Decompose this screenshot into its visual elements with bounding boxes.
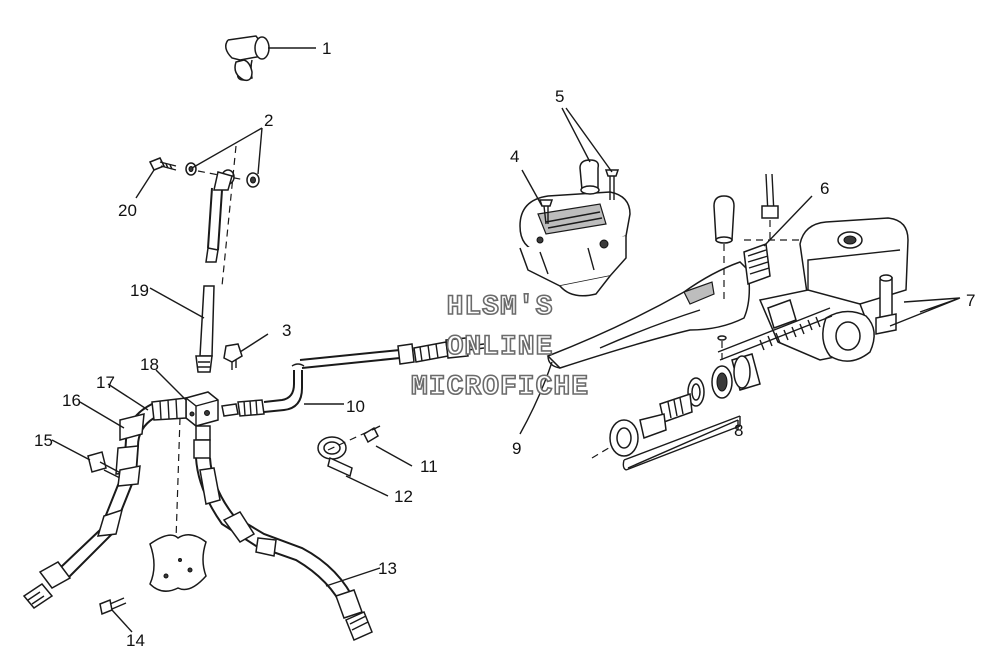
watermark-line-2: ONLINE bbox=[447, 332, 554, 363]
callout-5: 5 bbox=[555, 87, 564, 106]
part-16-left-hose bbox=[59, 403, 155, 579]
callout-labels: 1 2 3 4 5 6 7 8 9 10 11 12 13 14 15 16 1… bbox=[34, 39, 975, 650]
callout-15: 15 bbox=[34, 431, 53, 450]
leader-lines bbox=[51, 47, 961, 633]
part-19-upper-hose bbox=[195, 145, 237, 373]
callout-1: 1 bbox=[322, 39, 331, 58]
part-12-clamp bbox=[317, 427, 377, 478]
callout-14: 14 bbox=[126, 631, 145, 650]
callout-9: 9 bbox=[512, 439, 521, 458]
callout-20: 20 bbox=[118, 201, 137, 220]
callout-6: 6 bbox=[820, 179, 829, 198]
part-7-master-cylinder bbox=[758, 217, 909, 362]
left-hose-end-fitting bbox=[22, 561, 72, 609]
part-17-hose-fitting bbox=[151, 397, 187, 421]
callout-13: 13 bbox=[378, 559, 397, 578]
part-1-tee-fitting bbox=[225, 35, 270, 82]
callout-16: 16 bbox=[62, 391, 81, 410]
part-5-screws bbox=[538, 159, 620, 225]
callout-19: 19 bbox=[130, 281, 149, 300]
watermark: HLSM'S ONLINE MICROFICHE bbox=[410, 291, 589, 404]
callout-7: 7 bbox=[966, 291, 975, 310]
part-14-bolt bbox=[99, 597, 127, 616]
part-15-hose-clip bbox=[87, 451, 141, 487]
part-3-bleeder-fitting bbox=[223, 343, 243, 370]
part-6-pivot-bolt bbox=[713, 173, 800, 300]
callout-2: 2 bbox=[264, 111, 273, 130]
bracket-plate bbox=[149, 417, 207, 592]
part-13-lower-hose bbox=[193, 439, 373, 642]
part-11-screw bbox=[363, 425, 381, 444]
part-8-piston-assembly bbox=[591, 307, 833, 471]
part-18-junction-block bbox=[185, 391, 219, 441]
callout-4: 4 bbox=[510, 147, 519, 166]
watermark-line-1: HLSM'S bbox=[447, 292, 554, 323]
part-4-reservoir-cover bbox=[519, 191, 631, 297]
callout-18: 18 bbox=[140, 355, 159, 374]
callout-12: 12 bbox=[394, 487, 413, 506]
callout-11: 11 bbox=[420, 457, 438, 476]
callout-8: 8 bbox=[734, 421, 743, 440]
part-9-brake-lever bbox=[546, 261, 751, 369]
callout-3: 3 bbox=[282, 321, 291, 340]
part-20-bolt bbox=[148, 157, 177, 171]
watermark-line-3: MICROFICHE bbox=[411, 372, 589, 403]
callout-17: 17 bbox=[96, 373, 115, 392]
callout-10: 10 bbox=[346, 397, 365, 416]
part-10-brake-line bbox=[221, 337, 485, 417]
